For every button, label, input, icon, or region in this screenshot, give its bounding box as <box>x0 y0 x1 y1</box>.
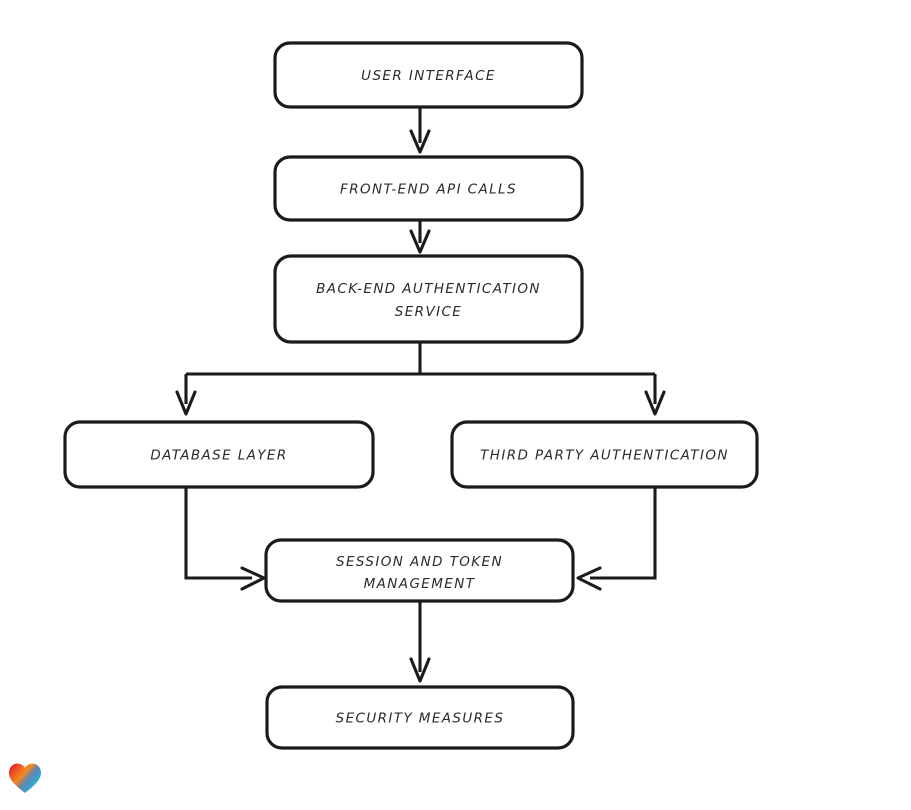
node-session-and-token-management[interactable]: SESSION AND TOKEN MANAGEMENT <box>264 538 575 603</box>
edge-api-to-backend <box>409 220 431 254</box>
node-back-end-authentication-service-shape <box>273 254 584 344</box>
node-user-interface-label: USER INTERFACE <box>361 68 496 84</box>
edge-backend-to-branch-bar <box>186 342 655 376</box>
node-third-party-authentication[interactable]: THIRD PARTY AUTHENTICATION <box>450 420 759 489</box>
node-third-party-authentication-shape <box>450 420 759 489</box>
node-front-end-api-calls-label: FRONT-END API CALLS <box>340 182 517 198</box>
node-database-layer[interactable]: DATABASE LAYER <box>63 420 375 489</box>
edge-backend-to-database <box>175 374 197 416</box>
node-back-end-authentication-service-label-line2: SERVICE <box>395 304 462 320</box>
node-security-measures-shape <box>265 685 575 750</box>
node-back-end-authentication-service[interactable]: BACK-END AUTHENTICATION SERVICE <box>273 254 584 344</box>
node-user-interface[interactable]: USER INTERFACE <box>273 41 584 109</box>
node-user-interface-shape <box>273 41 584 109</box>
node-front-end-api-calls[interactable]: FRONT-END API CALLS <box>273 155 584 222</box>
edge-thirdparty-to-session <box>576 487 657 591</box>
node-database-layer-label: DATABASE LAYER <box>150 448 287 464</box>
node-security-measures[interactable]: SECURITY MEASURES <box>265 685 575 750</box>
node-back-end-authentication-service-label-line1: BACK-END AUTHENTICATION <box>316 281 541 297</box>
node-front-end-api-calls-shape <box>273 155 584 222</box>
edge-backend-to-thirdparty <box>644 374 666 416</box>
node-session-and-token-management-label-line1: SESSION AND TOKEN <box>336 554 503 570</box>
edge-ui-to-api <box>409 107 431 154</box>
node-database-layer-shape <box>63 420 375 489</box>
edge-database-to-session <box>184 487 266 591</box>
node-session-and-token-management-shape <box>264 538 575 603</box>
edge-session-to-security <box>409 601 431 683</box>
node-session-and-token-management-label-line2: MANAGEMENT <box>364 576 476 592</box>
node-third-party-authentication-label: THIRD PARTY AUTHENTICATION <box>480 448 729 464</box>
node-security-measures-label: SECURITY MEASURES <box>336 711 505 727</box>
heart-icon <box>9 763 41 793</box>
